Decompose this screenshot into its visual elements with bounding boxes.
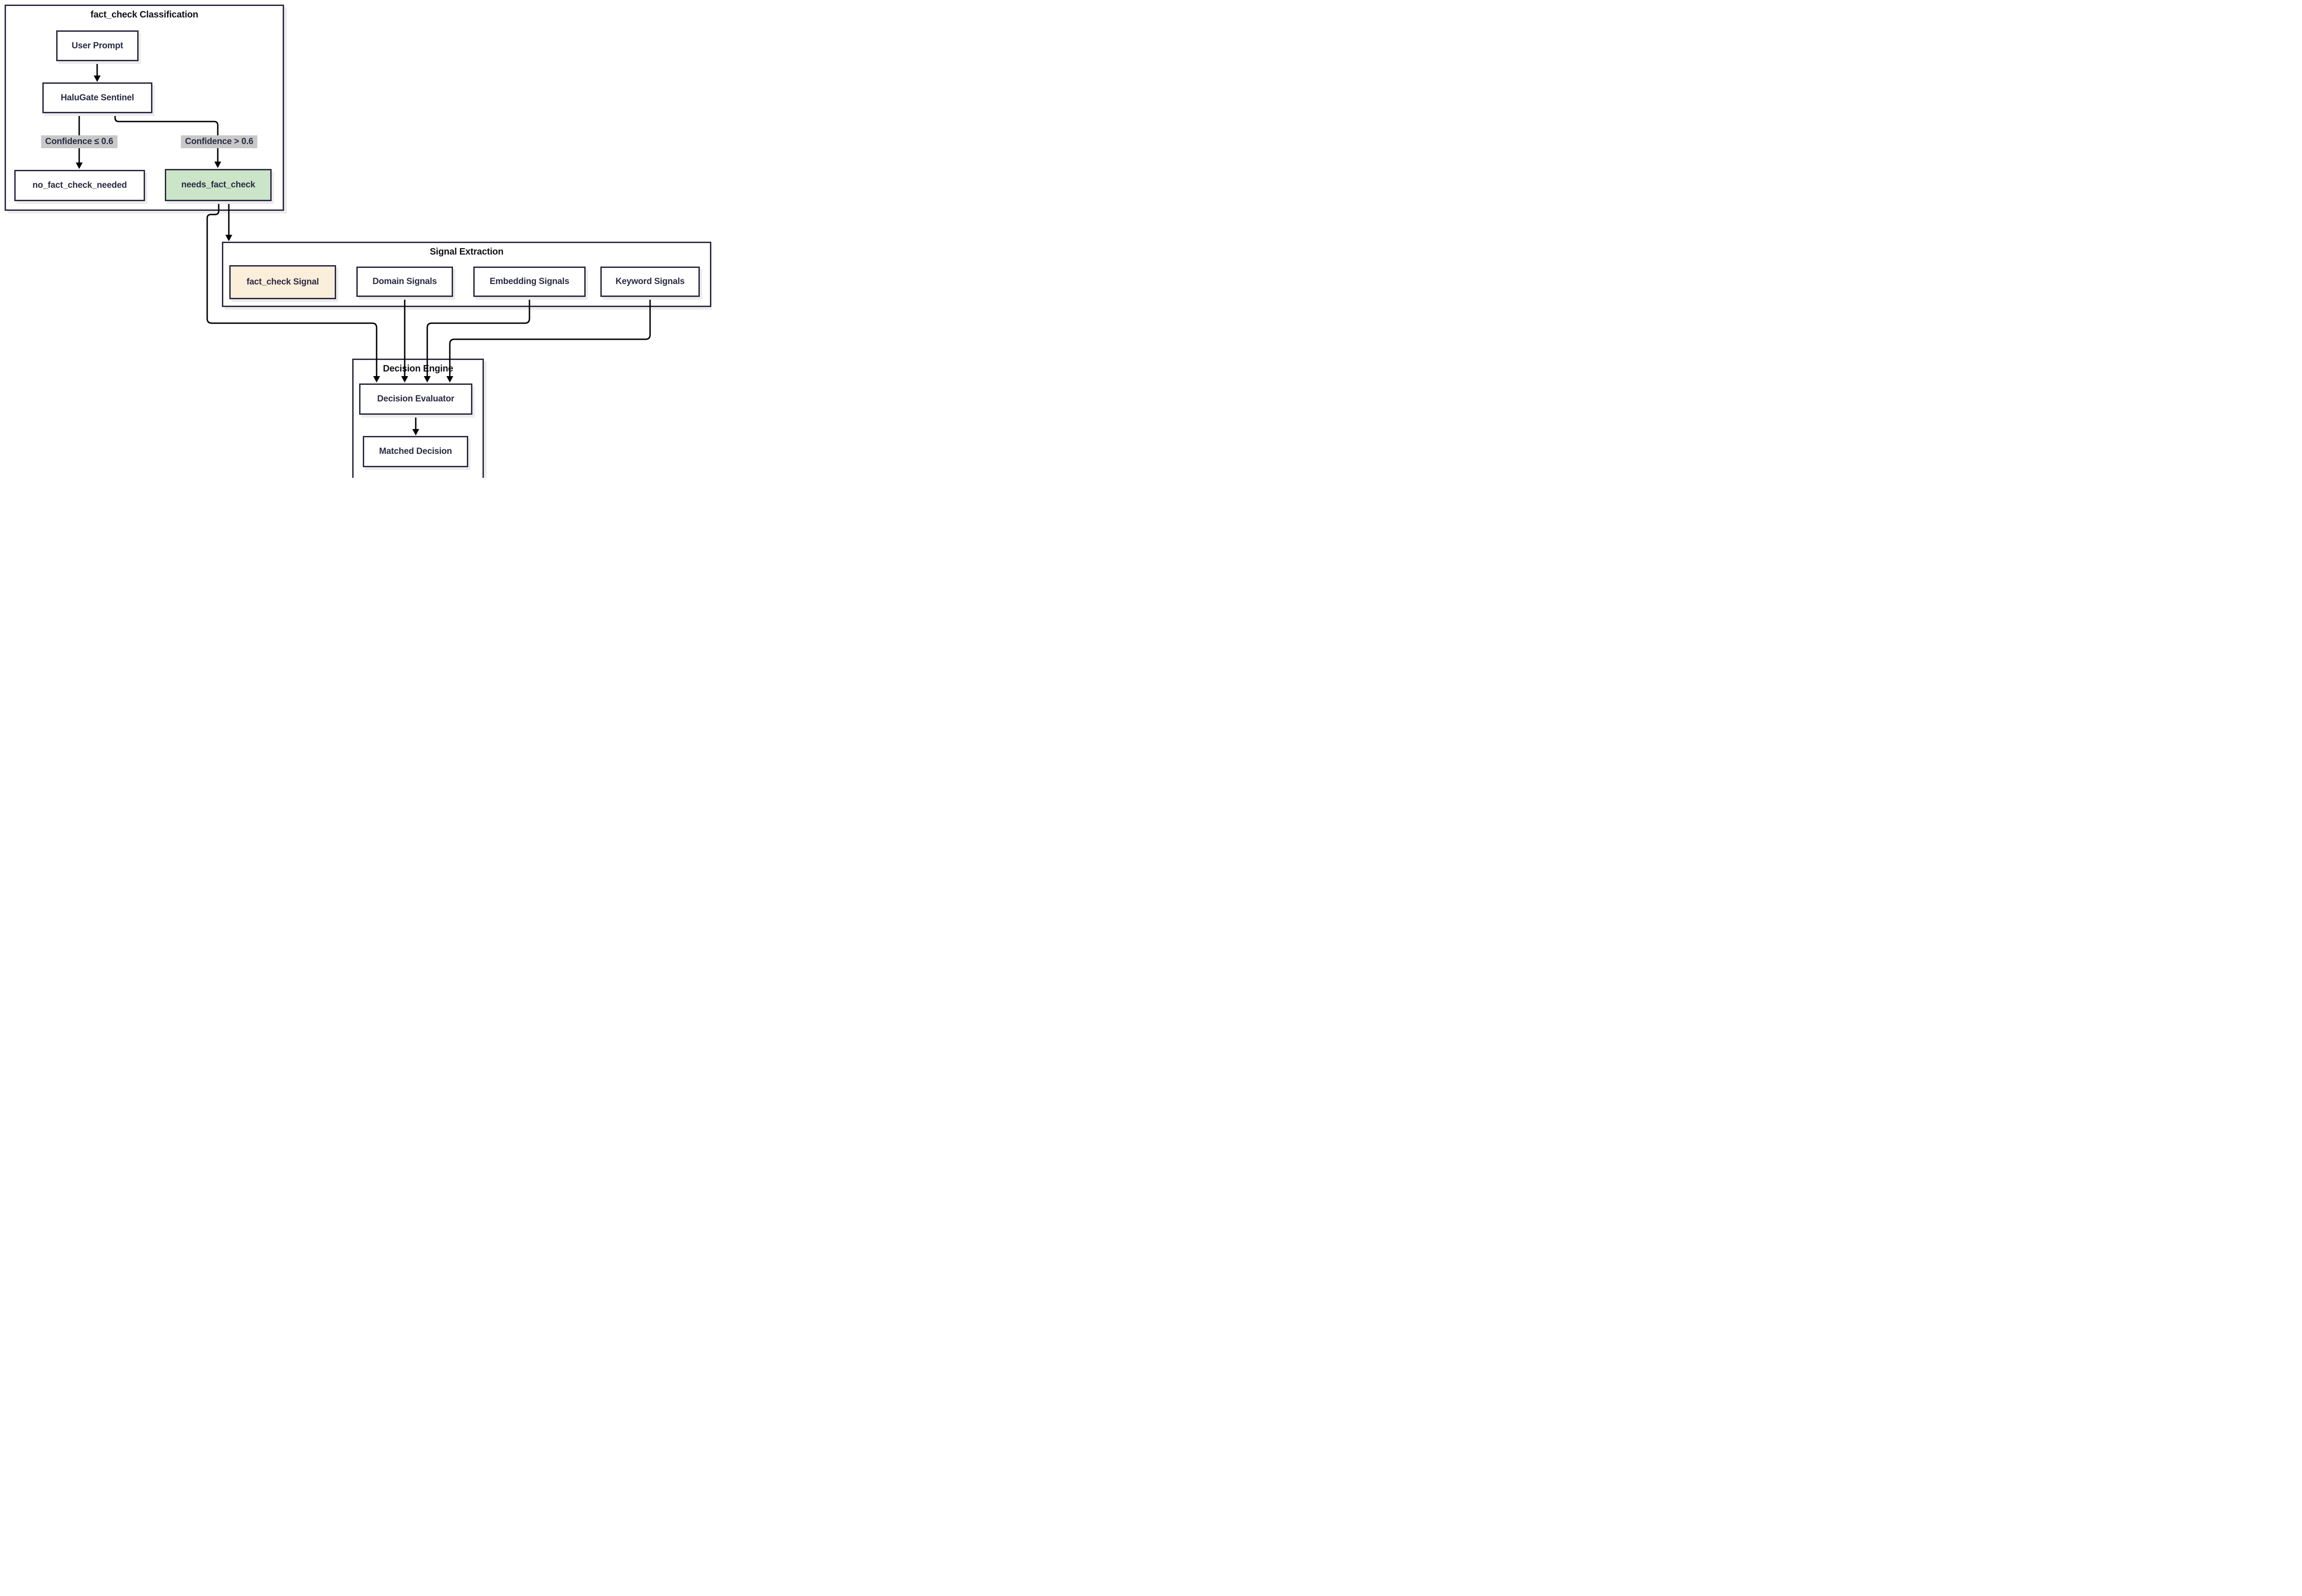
node-domain-signals: Domain Signals [356, 267, 453, 297]
node-no-fact-check-needed-label: no_fact_check_needed [32, 180, 127, 190]
node-embedding-signals: Embedding Signals [473, 267, 586, 297]
node-domain-signals-label: Domain Signals [372, 277, 437, 286]
node-fact-check-signal: fact_check Signal [229, 265, 336, 299]
node-needs-fact-check-label: needs_fact_check [181, 180, 256, 190]
edge-label-confidence-le-0-6: Confidence ≤ 0.6 [41, 135, 117, 148]
cluster-title-decision-engine: Decision Engine [383, 364, 453, 374]
node-no-fact-check-needed: no_fact_check_needed [14, 170, 145, 201]
cluster-title-fact-check-classification: fact_check Classification [90, 10, 198, 20]
node-halugate-sentinel-label: HaluGate Sentinel [60, 93, 134, 103]
node-decision-evaluator-label: Decision Evaluator [377, 394, 454, 404]
node-embedding-signals-label: Embedding Signals [489, 277, 570, 286]
flowchart-canvas: fact_check Classification Signal Extract… [0, 0, 712, 478]
node-matched-decision-label: Matched Decision [379, 447, 452, 456]
edge-label-confidence-gt-0-6: Confidence > 0.6 [180, 135, 258, 148]
node-keyword-signals: Keyword Signals [600, 267, 700, 297]
node-fact-check-signal-label: fact_check Signal [246, 277, 319, 287]
node-halugate-sentinel: HaluGate Sentinel [42, 82, 152, 113]
node-user-prompt: User Prompt [56, 30, 139, 61]
node-matched-decision: Matched Decision [363, 436, 468, 467]
node-keyword-signals-label: Keyword Signals [615, 277, 685, 286]
node-user-prompt-label: User Prompt [71, 41, 123, 51]
node-decision-evaluator: Decision Evaluator [359, 383, 472, 415]
node-needs-fact-check: needs_fact_check [165, 169, 272, 201]
arrowhead-needs-fact-check-signal-extraction [225, 235, 233, 241]
cluster-title-signal-extraction: Signal Extraction [430, 247, 504, 257]
